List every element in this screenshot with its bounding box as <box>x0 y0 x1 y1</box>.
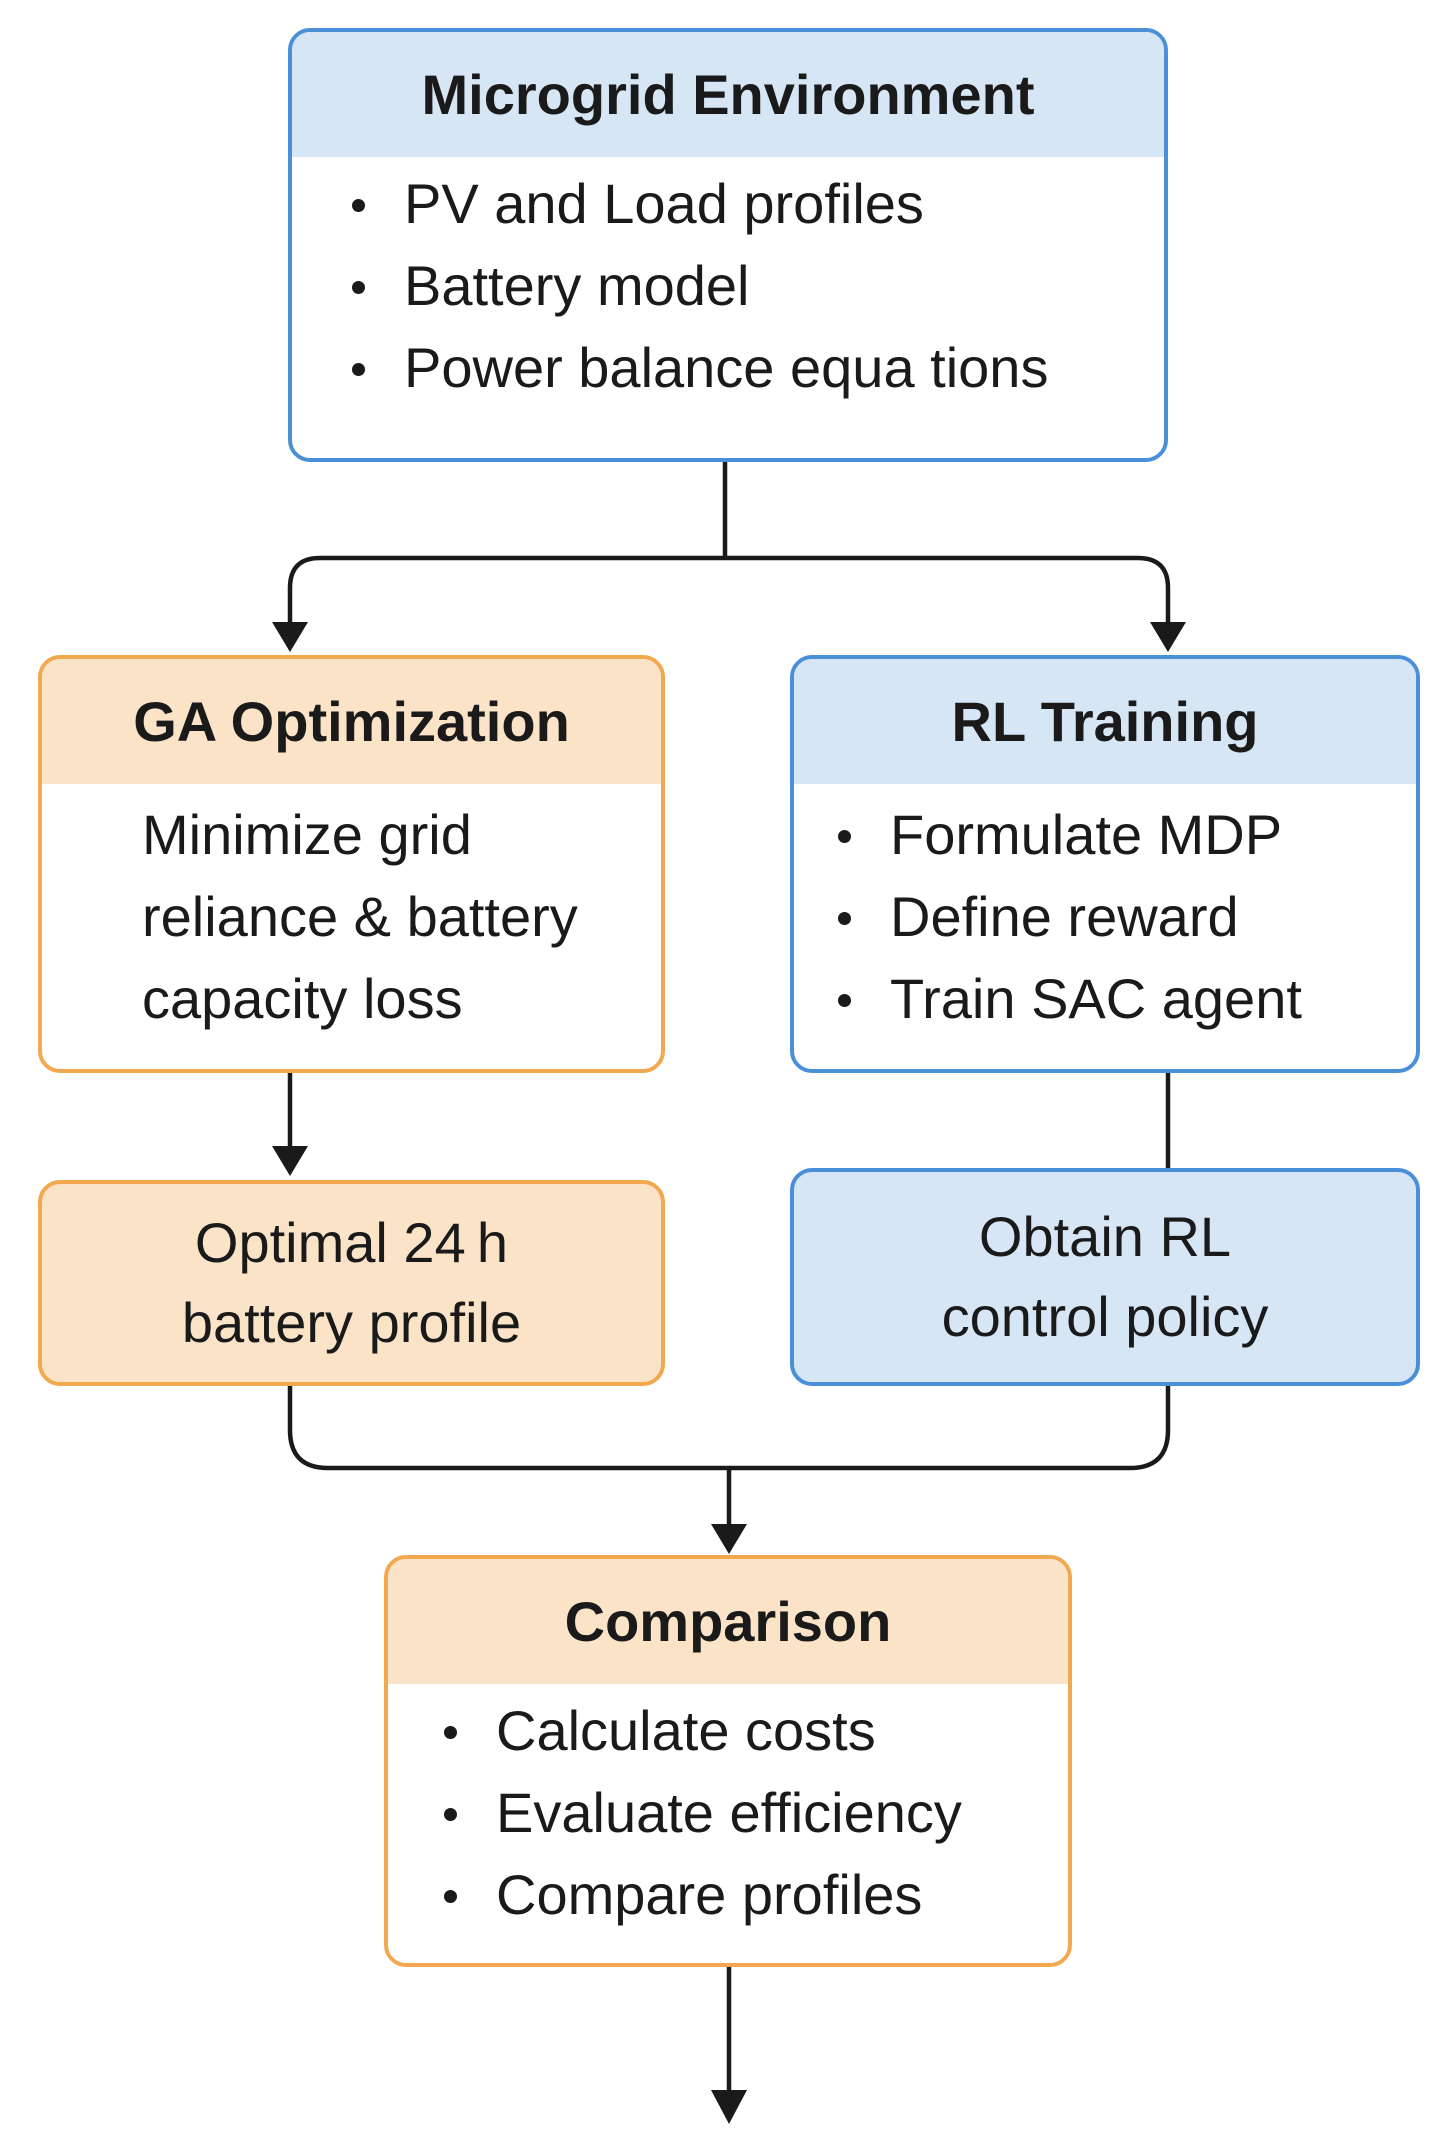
optimal-battery-profile-line: battery profile <box>181 1291 522 1354</box>
rl-control-policy-text: Obtain RL control policy <box>794 1172 1416 1382</box>
microgrid-environment-title: Microgrid Environment <box>292 32 1164 157</box>
rl-control-policy-line: Obtain RL <box>978 1205 1232 1268</box>
arrowhead-output <box>711 2090 747 2124</box>
list-item: Power balance equa tions <box>336 327 1164 409</box>
optimal-battery-profile-text: Optimal 24 h battery profile <box>42 1184 661 1382</box>
ga-optimization-line: capacity loss <box>142 967 463 1030</box>
rl-training-list: Formulate MDP Define reward Train SAC ag… <box>822 794 1416 1040</box>
connector-to-rl <box>725 555 1171 628</box>
ga-optimization-line: Minimize grid <box>142 803 472 866</box>
microgrid-environment-list: PV and Load profiles Battery model Power… <box>336 163 1164 409</box>
ga-optimization-box: GA Optimization Minimize grid reliance &… <box>38 655 665 1073</box>
list-item: Formulate MDP <box>822 794 1416 876</box>
arrowhead-ga-to-result <box>272 1146 308 1176</box>
comparison-list: Calculate costs Evaluate efficiency Comp… <box>428 1690 1068 1936</box>
list-item: Train SAC agent <box>822 958 1416 1040</box>
ga-optimization-body: Minimize grid reliance & battery capacit… <box>42 784 661 1040</box>
list-item: Compare profiles <box>428 1854 1068 1936</box>
comparison-title: Comparison <box>388 1559 1068 1684</box>
list-item: Evaluate efficiency <box>428 1772 1068 1854</box>
rl-control-policy-box: Obtain RL control policy <box>790 1168 1420 1386</box>
list-item: Battery model <box>336 245 1164 327</box>
rl-training-box: RL Training Formulate MDP Define reward … <box>790 655 1420 1073</box>
list-item: Calculate costs <box>428 1690 1068 1772</box>
arrowhead-to-comparison <box>711 1524 747 1554</box>
list-item: PV and Load profiles <box>336 163 1164 245</box>
ga-optimization-title: GA Optimization <box>42 659 661 784</box>
microgrid-environment-body: PV and Load profiles Battery model Power… <box>292 157 1164 409</box>
arrowhead-to-ga <box>272 622 308 652</box>
connector-to-ga <box>287 555 725 628</box>
rl-training-body: Formulate MDP Define reward Train SAC ag… <box>794 784 1416 1040</box>
comparison-box: Comparison Calculate costs Evaluate effi… <box>384 1555 1072 1967</box>
arrowhead-to-rl <box>1150 622 1186 652</box>
comparison-body: Calculate costs Evaluate efficiency Comp… <box>388 1684 1068 1936</box>
rl-training-title: RL Training <box>794 659 1416 784</box>
optimal-battery-profile-box: Optimal 24 h battery profile <box>38 1180 665 1386</box>
ga-optimization-line: reliance & battery <box>142 885 578 948</box>
list-item: Define reward <box>822 876 1416 958</box>
optimal-battery-profile-line: Optimal 24 h <box>194 1211 509 1274</box>
rl-control-policy-line: control policy <box>941 1285 1269 1348</box>
connector-merge <box>287 1384 1171 1471</box>
microgrid-environment-box: Microgrid Environment PV and Load profil… <box>288 28 1168 462</box>
